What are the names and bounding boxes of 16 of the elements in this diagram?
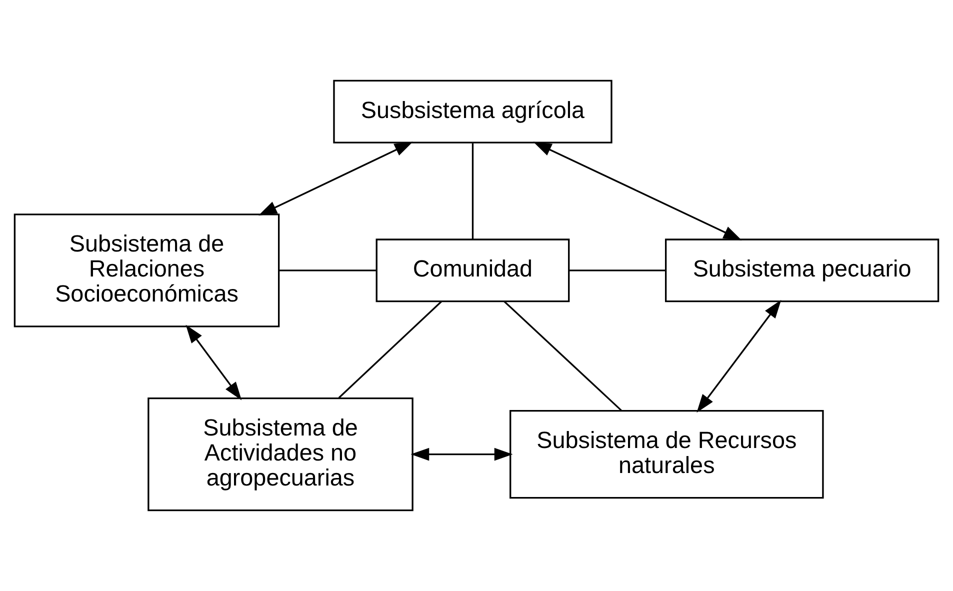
connector bbox=[279, 270, 376, 272]
arrow bbox=[258, 142, 413, 216]
connector bbox=[569, 270, 666, 272]
node-box: Subsistema de Relaciones Socioeconómicas bbox=[14, 214, 280, 328]
arrow bbox=[696, 300, 782, 413]
node-box: Susbsistema agrícola bbox=[333, 80, 612, 144]
node-box: Comunidad bbox=[376, 238, 570, 302]
arrow bbox=[410, 448, 513, 461]
node-box: Subsistema de Recursos naturales bbox=[510, 410, 824, 499]
arrow bbox=[186, 324, 242, 400]
connector bbox=[504, 300, 622, 412]
connector bbox=[472, 143, 474, 240]
node-box: Subsistema pecuario bbox=[664, 238, 940, 302]
node-box: Subsistema de Actividades no agropecuarias bbox=[148, 397, 414, 512]
arrow bbox=[533, 142, 742, 240]
connector bbox=[338, 300, 442, 398]
